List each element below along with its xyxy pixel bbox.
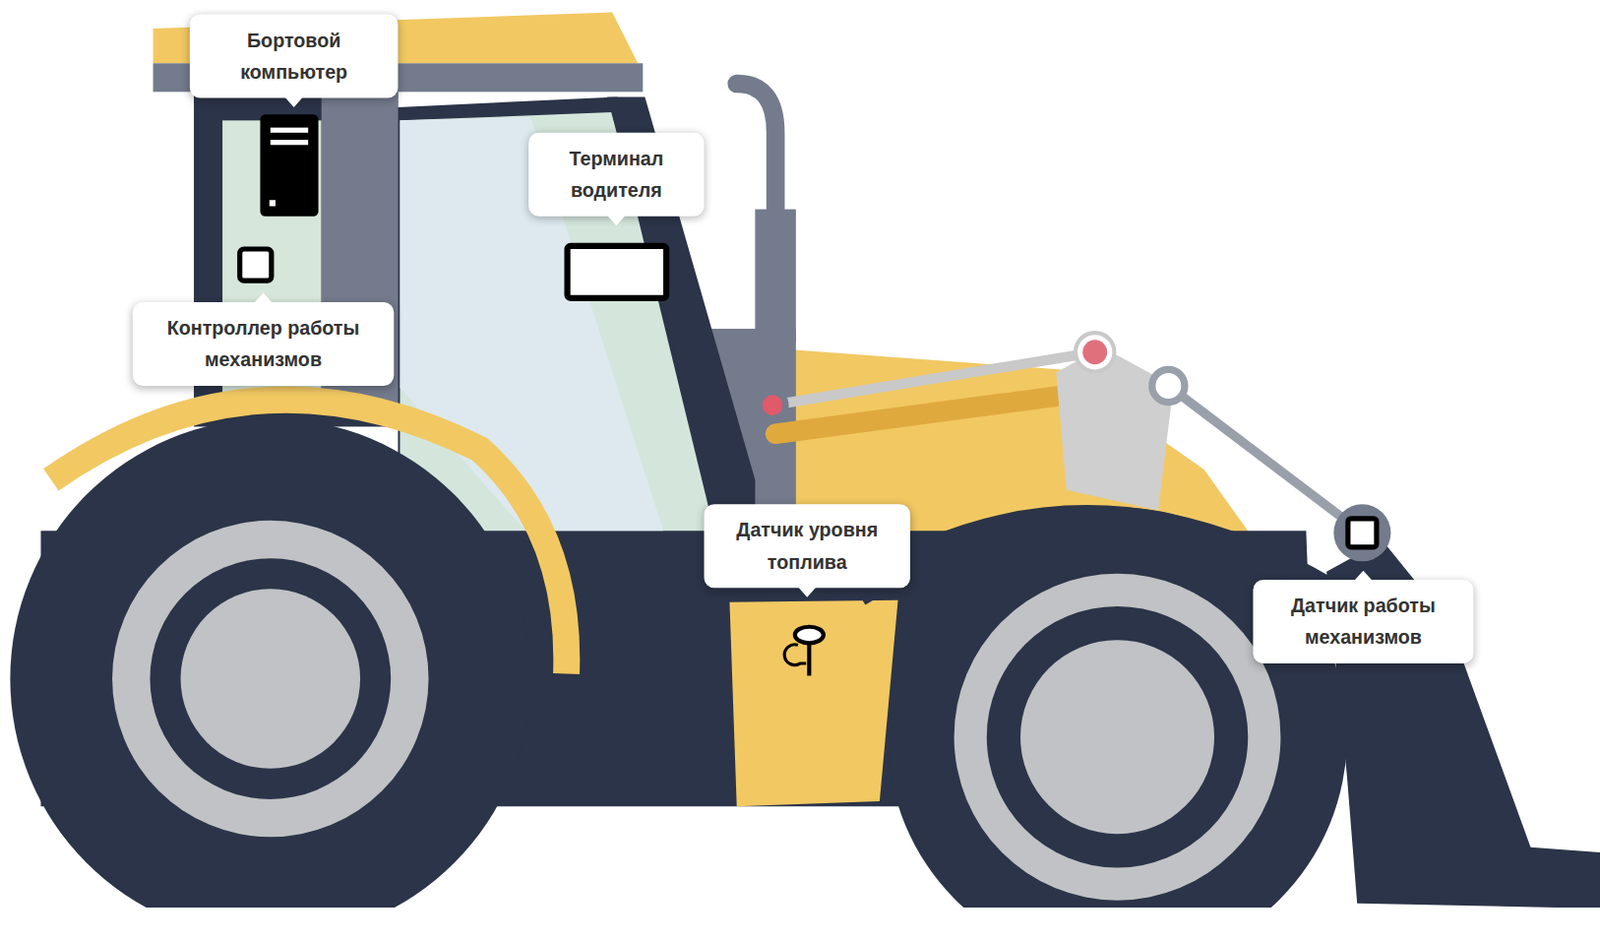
callout-text: Терминал водителя xyxy=(545,142,688,206)
tilt-link xyxy=(1168,385,1362,533)
fuel-sensor-icon xyxy=(784,626,824,677)
callout-box: Бортовой компьютер xyxy=(189,14,399,99)
front-rim-ring xyxy=(986,606,1248,867)
rear-hub xyxy=(181,588,362,769)
callout-box: Контроллер работы механизмов xyxy=(132,302,394,386)
lift-arm xyxy=(772,352,1096,406)
computer-slot xyxy=(270,139,308,145)
pin-core xyxy=(1082,339,1108,365)
rear-rim xyxy=(112,520,429,837)
pin xyxy=(1075,332,1114,371)
fuel-panel xyxy=(729,600,898,806)
terminal-icon xyxy=(567,246,668,299)
callout-box: Датчик работы механизмов xyxy=(1252,579,1474,664)
front-rim xyxy=(954,573,1282,901)
computer-icon xyxy=(259,114,318,217)
mechanism-sensor-icon xyxy=(1348,518,1377,548)
rear-rim-ring xyxy=(149,557,391,800)
callout-box: Датчик уровня топлива xyxy=(704,503,911,588)
controller-icon xyxy=(240,248,272,281)
callout-text: Бортовой компьютер xyxy=(205,24,381,88)
callout-text: Датчик работы механизмов xyxy=(1269,589,1458,653)
front-hub xyxy=(1020,639,1215,834)
rear-tyre xyxy=(9,418,531,908)
callout-box: Терминал водителя xyxy=(528,132,704,217)
pin-core xyxy=(762,394,784,416)
computer-led xyxy=(269,199,276,206)
callout-text: Контроллер работы механизмов xyxy=(148,311,377,375)
exhaust-body xyxy=(754,209,796,343)
loader-illustration xyxy=(0,0,1600,908)
pin xyxy=(1152,369,1185,402)
bucket-pin xyxy=(1333,503,1391,561)
computer-slot xyxy=(270,127,308,133)
callout-text: Датчик уровня топлива xyxy=(720,514,894,578)
pin xyxy=(755,388,789,422)
front-tyre xyxy=(887,506,1348,908)
